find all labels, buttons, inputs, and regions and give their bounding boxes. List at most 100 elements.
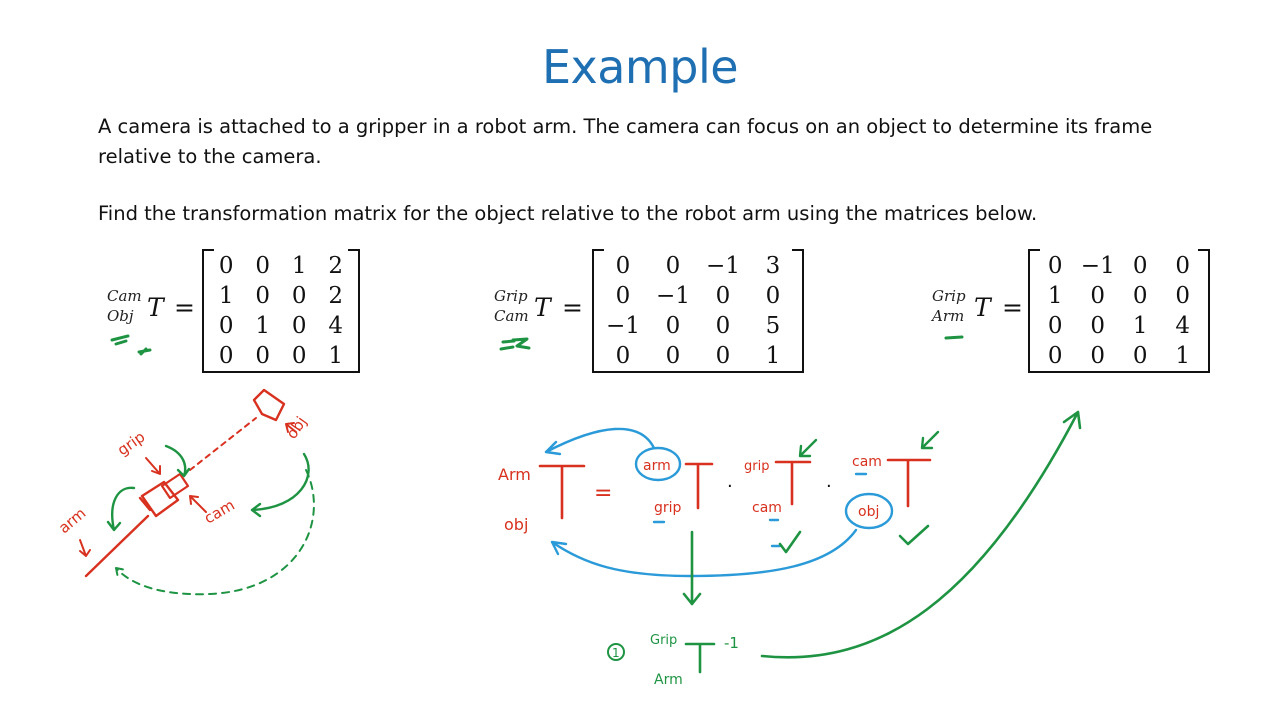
problem-paragraph-2: Find the transformation matrix for the o… (98, 202, 1038, 225)
matrix-cell: 0 (1090, 283, 1106, 309)
pointer-arrow (920, 430, 940, 450)
sketch-label-obj: obj (283, 413, 311, 442)
down-arrow (682, 530, 702, 606)
matrix-row: 1 0 0 0 (1034, 281, 1204, 311)
matrix-cell: −1 (706, 253, 740, 279)
matrix-cell: 0 (1047, 313, 1063, 339)
formula-t2-sup: grip (744, 459, 769, 474)
equation-lhs: Grip Cam T = (492, 249, 592, 373)
matrix-cell: 0 (1132, 253, 1148, 279)
equation-lhs: Cam Obj T = (104, 249, 204, 373)
matrix-cell: 0 (255, 283, 271, 309)
cam-frame-arrow (250, 452, 310, 518)
matrix-row: 0 0 0 1 (598, 341, 798, 371)
matrix-row: 0 0 −1 3 (598, 251, 798, 281)
matrix-cell: 0 (291, 343, 307, 369)
matrix-cell: 0 (1175, 253, 1191, 279)
matrix-cell: 0 (1175, 283, 1191, 309)
inverse-sup: Grip (650, 633, 677, 648)
matrix-cell: 0 (291, 313, 307, 339)
sketch-label-grip: grip (114, 428, 148, 460)
formula-equals: = (594, 481, 612, 506)
matrix-cell: 1 (1047, 283, 1063, 309)
underline-mark (652, 472, 868, 548)
matrix-cell: −1 (1080, 253, 1115, 279)
grip-frame-arrow (106, 486, 136, 532)
equation-lhs: Grip Arm T = (930, 249, 1030, 373)
transform-T (886, 458, 932, 508)
matrix-cell: 0 (715, 283, 731, 309)
arm-link (84, 514, 150, 578)
matrix-cell: 0 (255, 343, 271, 369)
slide-title: Example (541, 40, 739, 94)
matrix-row: 0 0 1 4 (1034, 311, 1204, 341)
object-shape (252, 388, 286, 422)
step-number-circle (607, 643, 625, 661)
transform-T (684, 642, 716, 674)
matrix-cam-obj: 0 0 1 2 1 0 0 2 0 1 0 4 0 (202, 247, 360, 375)
matrix-cell: 0 (615, 343, 631, 369)
formula-dot-2: · (826, 476, 832, 497)
sketch-label-arm: arm (55, 504, 89, 537)
matrix-cell: 4 (328, 313, 344, 339)
inverse-arrow (760, 410, 1082, 659)
equation-grip-cam: Grip Cam T = 0 0 −1 3 0 −1 0 0 (492, 247, 812, 375)
transform-symbol: T (147, 293, 164, 322)
formula-t2-sub: cam (752, 500, 782, 516)
matrix-cell: 2 (328, 283, 344, 309)
matrix-cell: 0 (218, 313, 234, 339)
matrix-cell: −1 (656, 283, 690, 309)
formula-lhs-sup: Arm (498, 465, 531, 484)
check-mark (110, 334, 130, 346)
formula-lhs-sub: obj (504, 515, 528, 534)
matrix-row: 0 0 0 1 (1034, 341, 1204, 371)
transform-T (684, 462, 714, 510)
formula-t1-sub: grip (654, 500, 682, 516)
robot-sketch: grip arm cam obj (55, 388, 315, 596)
camera-view-line (189, 417, 257, 471)
matrix-cell: 0 (218, 253, 234, 279)
matrix-cell: 0 (1090, 343, 1106, 369)
equals-sign: = (1002, 293, 1023, 322)
matrix-cell: 2 (328, 253, 344, 279)
matrix-row: 0 −1 0 0 (1034, 251, 1204, 281)
matrix-cell: 0 (665, 253, 681, 279)
matrix-cell: 1 (218, 283, 234, 309)
matrix-row: −1 0 0 5 (598, 311, 798, 341)
grip-frame-arrow (164, 444, 191, 478)
matrix-cell: 0 (291, 283, 307, 309)
matrix-row: 1 0 0 2 (208, 281, 354, 311)
obj-arm-arc (115, 469, 315, 596)
transform-T (538, 464, 586, 520)
matrix-cell: 0 (1132, 343, 1148, 369)
matrix-row: 0 −1 0 0 (598, 281, 798, 311)
matrix-row: 0 0 0 1 (208, 341, 354, 371)
transform-T (774, 460, 812, 506)
subscript-frame: Cam (494, 307, 529, 325)
matrix-cell: 1 (1132, 313, 1148, 339)
matrix-cell: 1 (765, 343, 781, 369)
subscript-frame: Obj (107, 307, 134, 325)
matrix-cell: 0 (665, 343, 681, 369)
equals-sign: = (174, 293, 195, 322)
superscript-frame: Grip (494, 287, 528, 305)
matrix-cell: 0 (218, 343, 234, 369)
matrix-row: 0 0 1 2 (208, 251, 354, 281)
flow-arrow (544, 427, 656, 456)
matrix-cell: 1 (328, 343, 344, 369)
matrix-cell: 0 (615, 283, 631, 309)
arrow-to-gripper (145, 457, 161, 475)
matrix-cell: 0 (1047, 253, 1063, 279)
highlight-circle (634, 446, 682, 482)
problem-paragraph-1: A camera is attached to a gripper in a r… (98, 115, 1153, 168)
matrix-cell: 0 (765, 283, 781, 309)
matrix-grip-cam: 0 0 −1 3 0 −1 0 0 −1 0 0 5 (592, 247, 804, 375)
transform-symbol: T (974, 293, 991, 322)
superscript-frame: Grip (932, 287, 966, 305)
matrix-cell: 0 (615, 253, 631, 279)
step-number: 1 (612, 646, 620, 660)
matrix-cell: 3 (765, 253, 781, 279)
matrix-cell: 1 (1175, 343, 1191, 369)
arrow-to-object (285, 422, 297, 433)
